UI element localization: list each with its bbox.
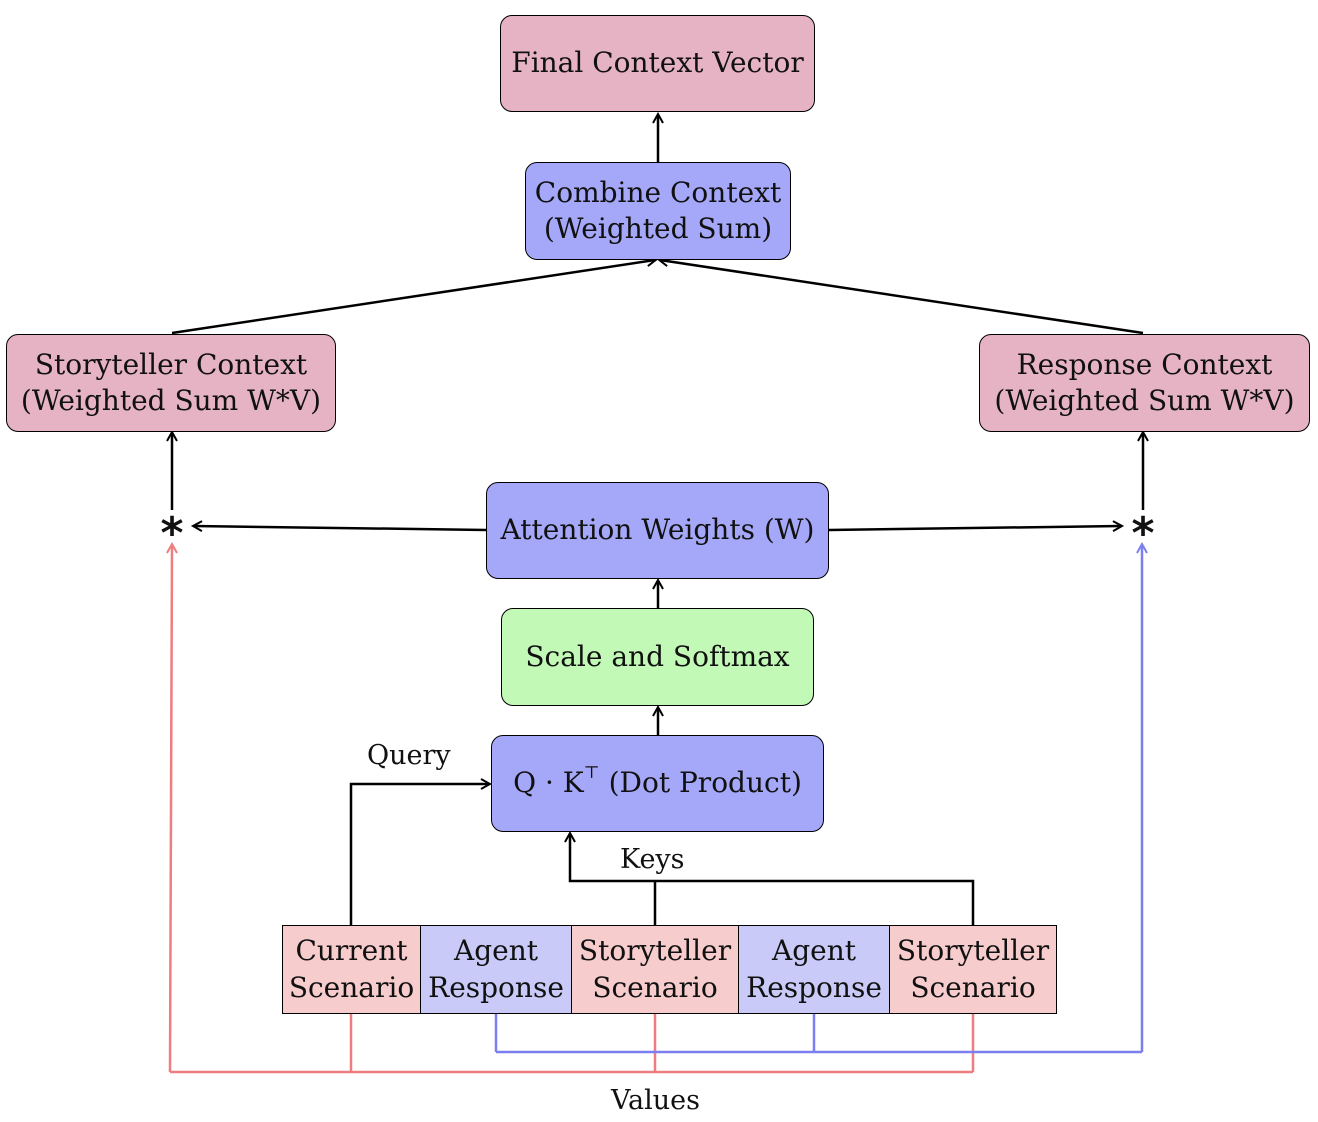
combine-context-label: Combine Context (Weighted Sum) (534, 175, 782, 245)
input-agent-response-2: Agent Response (738, 925, 890, 1014)
multiply-left-symbol: * (160, 508, 184, 559)
response-context-label: Response Context (Weighted Sum W*V) (994, 347, 1295, 417)
transpose-superscript: ⊤ (583, 762, 600, 783)
input-label: Storyteller Scenario (896, 934, 1050, 1004)
values-scenario-lines (170, 545, 975, 1074)
scale-softmax-node: Scale and Softmax (501, 608, 814, 706)
query-label: Query (367, 740, 451, 771)
input-label: Agent Response (746, 934, 882, 1004)
attention-weights-label: Attention Weights (W) (500, 513, 815, 547)
keys-label: Keys (620, 844, 685, 875)
dot-product-prefix: Q · K (513, 766, 584, 800)
multiply-right-symbol: * (1131, 508, 1155, 559)
input-label: Storyteller Scenario (578, 934, 732, 1004)
dot-product-node: Q · K⊤ (Dot Product) (491, 735, 824, 832)
dot-product-label: Q · K⊤ (Dot Product) (513, 762, 802, 801)
response-context-node: Response Context (Weighted Sum W*V) (979, 334, 1310, 432)
input-label: Current Scenario (288, 934, 415, 1004)
values-response-lines (494, 545, 1142, 1054)
scale-softmax-label: Scale and Softmax (525, 639, 790, 673)
combine-context-node: Combine Context (Weighted Sum) (525, 162, 791, 260)
storyteller-context-node: Storyteller Context (Weighted Sum W*V) (6, 334, 336, 432)
input-current-scenario: Current Scenario (282, 925, 421, 1014)
attention-weights-node: Attention Weights (W) (486, 482, 829, 579)
values-label: Values (611, 1085, 700, 1116)
dot-product-suffix: (Dot Product) (599, 766, 802, 800)
input-storyteller-scenario-1: Storyteller Scenario (571, 925, 739, 1014)
flow-arrows (172, 115, 1143, 925)
input-storyteller-scenario-2: Storyteller Scenario (889, 925, 1057, 1014)
input-label: Agent Response (428, 934, 564, 1004)
input-agent-response-1: Agent Response (420, 925, 572, 1014)
final-context-vector-label: Final Context Vector (511, 46, 804, 80)
final-context-vector-node: Final Context Vector (500, 15, 815, 112)
storyteller-context-label: Storyteller Context (Weighted Sum W*V) (20, 347, 322, 417)
